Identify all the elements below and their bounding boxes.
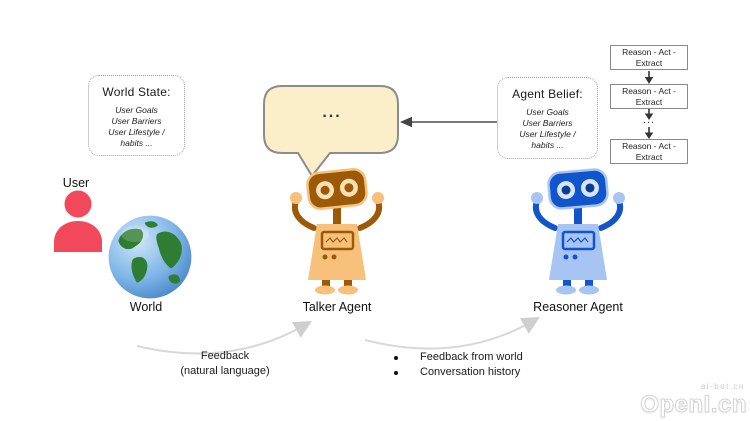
- reasoner-robot-icon: [531, 168, 625, 295]
- list-item: Conversation history: [380, 365, 523, 380]
- world-label: World: [129, 300, 163, 314]
- user-label: User: [62, 176, 90, 190]
- user-icon: [54, 190, 102, 252]
- stack-arrow-down-icon: [644, 109, 654, 120]
- speech-bubble-icon: [263, 85, 399, 177]
- list-item: Feedback from world: [380, 350, 523, 365]
- bullet-icon: [394, 355, 398, 360]
- agent-belief-title: Agent Belief:: [512, 87, 583, 101]
- watermark: ai-bot.cn OpenI.cn: [640, 382, 747, 419]
- watermark-small-text: ai-bot.cn: [700, 382, 745, 391]
- bullet-icon: [394, 370, 398, 375]
- reasoner-agent-label: Reasoner Agent: [533, 300, 623, 314]
- talker-robot-icon: [290, 168, 384, 295]
- reason-act-extract-box-2: Reason - Act - Extract: [610, 84, 688, 109]
- talker-to-reasoner-notes: Feedback from world Conversation history: [380, 350, 523, 380]
- watermark-logo-text: OpenI.cn: [640, 391, 747, 419]
- world-state-box: World State: User Goals User Barriers Us…: [88, 75, 185, 156]
- reason-act-extract-box-1: Reason - Act - Extract: [610, 45, 688, 70]
- agent-belief-box: Agent Belief: User Goals User Barriers U…: [497, 77, 598, 159]
- stack-ellipsis: ...: [642, 114, 656, 126]
- stack-arrow-down-icon: [644, 71, 654, 84]
- world-state-lines: User Goals User Barriers User Lifestyle …: [108, 105, 165, 148]
- stack-arrow-down-icon: [644, 127, 654, 139]
- reason-act-extract-box-3: Reason - Act - Extract: [610, 139, 688, 164]
- feedback-label: Feedback (natural language): [180, 350, 270, 377]
- globe-icon: [108, 215, 192, 299]
- agent-belief-lines: User Goals User Barriers User Lifestyle …: [519, 107, 576, 150]
- world-state-title: World State:: [102, 85, 171, 99]
- belief-to-bubble-arrow: [400, 116, 497, 128]
- speech-bubble-text: ...: [322, 104, 342, 121]
- talker-agent-label: Talker Agent: [302, 300, 372, 314]
- talker-to-reasoner-arrow: [364, 317, 540, 350]
- world-to-talker-arrow: [136, 321, 312, 355]
